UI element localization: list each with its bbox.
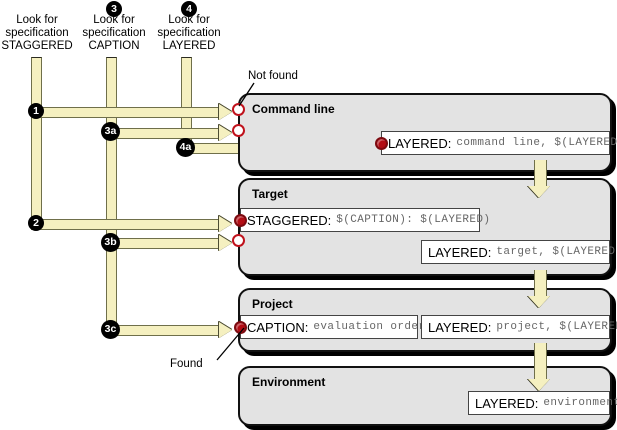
column-header-line3: CAPTION xyxy=(88,40,140,52)
entry-key: LAYERED xyxy=(428,244,488,260)
column-header-line2: specification xyxy=(5,27,69,39)
callout-found: Found xyxy=(170,358,203,370)
column-header-line3: LAYERED xyxy=(162,40,216,52)
panel-title-environment: Environment xyxy=(252,375,326,389)
entry-target-layered[interactable]: LAYERED: target, $(LAYERED) xyxy=(421,240,617,264)
panel-title-project: Project xyxy=(252,297,293,311)
column-header-staggered: Look for specification STAGGERED xyxy=(0,14,92,53)
entry-key: CAPTION xyxy=(247,319,305,335)
entry-key: LAYERED xyxy=(388,135,448,151)
arrowhead-step-1 xyxy=(219,103,232,120)
entry-value: command line, $(LAYERED) xyxy=(456,137,617,149)
callout-not-found: Not found xyxy=(248,70,298,82)
entry-key: LAYERED xyxy=(475,395,535,411)
entry-key: STAGGERED xyxy=(247,212,328,228)
entry-command-line-layered[interactable]: LAYERED: command line, $(LAYERED) xyxy=(381,131,617,155)
column-header-layered: Look for specification LAYERED xyxy=(134,14,244,53)
entry-value: $(CAPTION): $(LAYERED) xyxy=(336,214,491,226)
step-badge-3b: 3b xyxy=(101,233,120,252)
pipe-vertical-staggered xyxy=(31,57,42,224)
pipe-step-3b xyxy=(106,238,221,249)
step-badge-4a: 4a xyxy=(176,138,195,157)
column-header-line2: specification xyxy=(157,27,221,39)
marker-command-line-caption-not-found xyxy=(232,124,245,137)
entry-project-caption[interactable]: CAPTION: evaluation order xyxy=(240,315,425,339)
marker-command-line-staggered-not-found xyxy=(232,103,245,116)
flow-arrow-command-to-target xyxy=(528,160,551,198)
arrowhead-step-3a xyxy=(219,124,232,141)
column-header-caption: Look for specification CAPTION xyxy=(59,14,169,53)
column-header-line1: Look for xyxy=(16,14,58,26)
leader-line-found xyxy=(216,327,245,361)
entry-value: environment xyxy=(543,397,617,409)
column-header-line3: STAGGERED xyxy=(1,40,73,52)
entry-environment-layered[interactable]: LAYERED: environment xyxy=(468,391,617,415)
pipe-vertical-caption xyxy=(106,57,117,330)
step-badge-1: 1 xyxy=(28,103,44,119)
entry-value: project, $(LAYERED) xyxy=(496,321,617,333)
pipe-vertical-layered xyxy=(181,57,192,150)
marker-command-line-layered-found xyxy=(375,137,388,150)
marker-target-staggered-found xyxy=(234,214,247,227)
column-header-line1: Look for xyxy=(168,14,210,26)
entry-value: target, $(LAYERED) xyxy=(496,246,617,258)
column-badge-4: 4 xyxy=(181,1,197,17)
column-header-line2: specification xyxy=(82,27,146,39)
step-badge-3c: 3c xyxy=(101,320,120,339)
pipe-step-2 xyxy=(31,219,221,230)
arrowhead-step-3b xyxy=(219,234,232,251)
marker-target-caption-not-found xyxy=(232,234,245,247)
leader-line-not-found xyxy=(238,82,255,107)
column-header-line1: Look for xyxy=(93,14,135,26)
panel-title-command-line: Command line xyxy=(252,102,335,116)
arrowhead-step-3c xyxy=(219,321,232,338)
step-badge-2: 2 xyxy=(28,215,44,231)
entry-key: LAYERED xyxy=(428,319,488,335)
flow-arrow-project-to-environment xyxy=(528,343,551,391)
entry-target-staggered[interactable]: STAGGERED: $(CAPTION): $(LAYERED) xyxy=(240,208,490,232)
entry-value: evaluation order xyxy=(313,321,426,333)
pipe-step-1 xyxy=(31,107,221,118)
pipe-step-3c xyxy=(106,325,221,336)
pipe-step-3a xyxy=(106,128,221,139)
column-badge-3: 3 xyxy=(106,1,122,17)
step-badge-3a: 3a xyxy=(101,122,120,141)
arrowhead-step-2 xyxy=(219,215,232,232)
flow-arrow-target-to-project xyxy=(528,270,551,308)
panel-title-target: Target xyxy=(252,187,288,201)
entry-project-layered[interactable]: LAYERED: project, $(LAYERED) xyxy=(421,315,617,339)
